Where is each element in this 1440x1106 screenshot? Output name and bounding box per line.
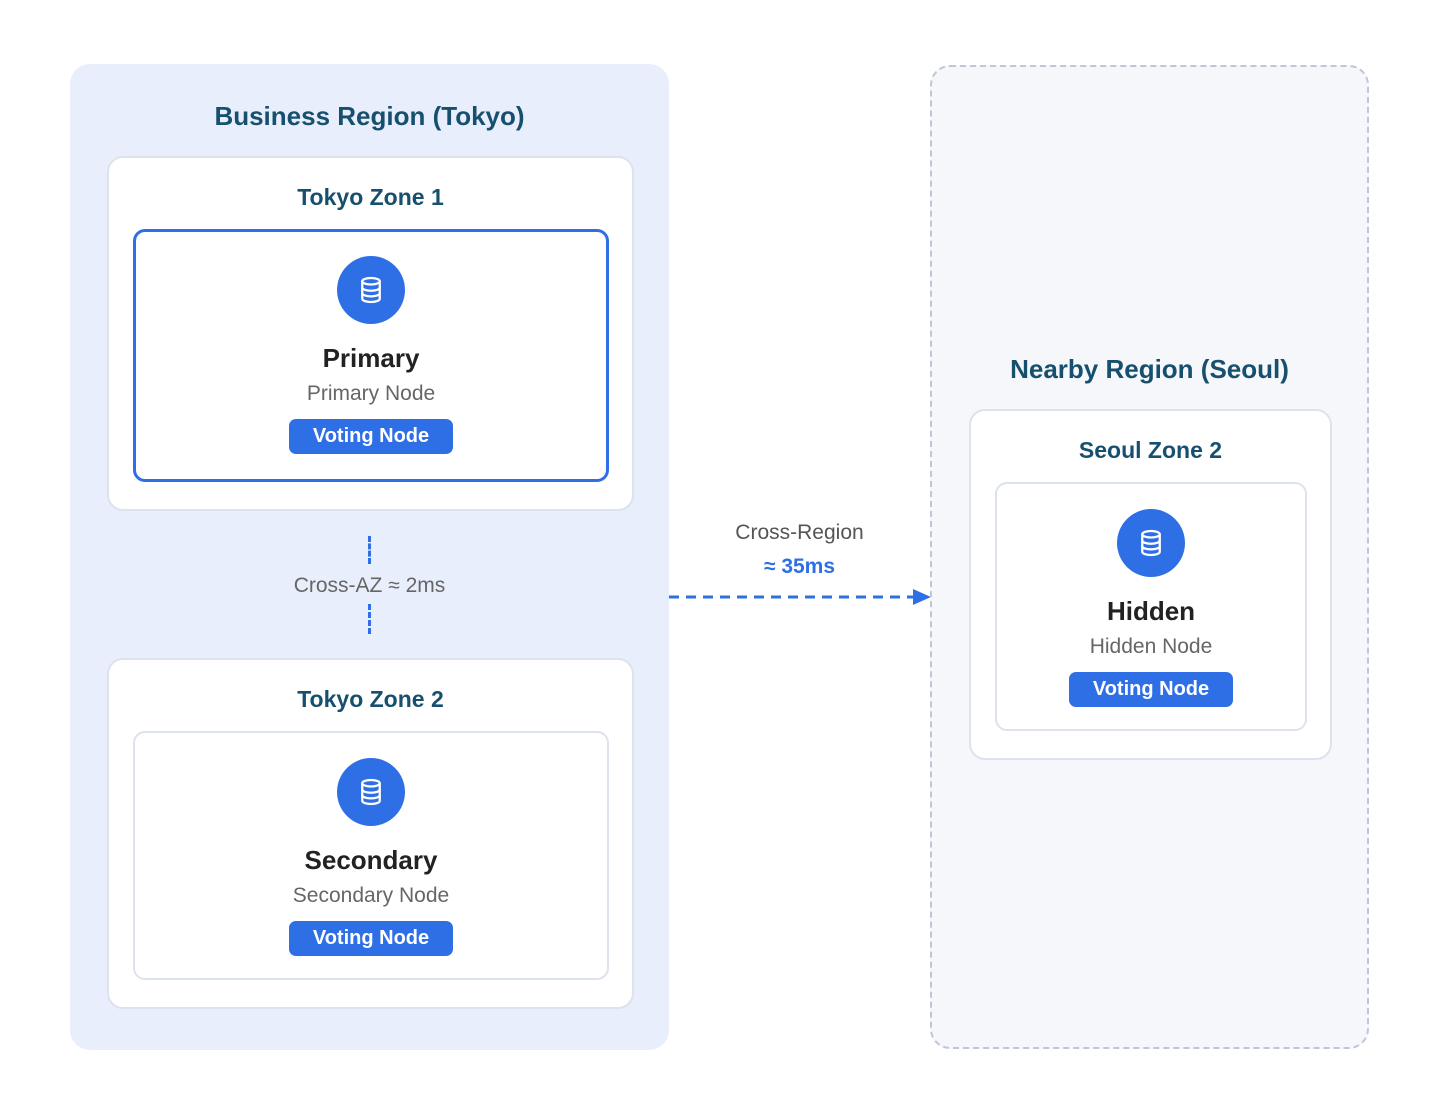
cross-az-connector-top: [368, 536, 371, 564]
database-icon: [1117, 509, 1185, 577]
cross-region-latency: ≈ 35ms: [763, 555, 836, 578]
business-region-tokyo: Business Region (Tokyo) Tokyo Zone 1 Pri…: [70, 64, 669, 1050]
tokyo-zone-2: Tokyo Zone 2 Secondary Secondary Node Vo…: [107, 658, 634, 1009]
voting-node-badge: Voting Node: [1069, 672, 1233, 707]
node-subtitle: Hidden Node: [1089, 635, 1213, 658]
node-title: Hidden: [1106, 596, 1196, 626]
cross-az-label: Cross-AZ ≈ 2ms: [293, 574, 446, 597]
business-region-title: Business Region (Tokyo): [214, 101, 525, 131]
voting-node-badge: Voting Node: [289, 921, 453, 956]
nearby-region-title: Nearby Region (Seoul): [1010, 354, 1289, 384]
secondary-node-card[interactable]: Secondary Secondary Node Voting Node: [133, 731, 609, 980]
node-subtitle: Primary Node: [306, 382, 436, 405]
cross-region-arrow: [669, 589, 931, 605]
node-title: Secondary: [304, 845, 438, 875]
node-subtitle: Secondary Node: [292, 884, 450, 907]
seoul-zone-2-title: Seoul Zone 2: [1078, 437, 1223, 463]
node-title: Primary: [322, 343, 420, 373]
database-icon: [337, 758, 405, 826]
seoul-zone-2: Seoul Zone 2 Hidden Hidden Node Voting N…: [969, 409, 1332, 760]
voting-node-badge: Voting Node: [289, 419, 453, 454]
nearby-region-seoul: Nearby Region (Seoul) Seoul Zone 2 Hidde…: [930, 65, 1369, 1049]
hidden-node-card[interactable]: Hidden Hidden Node Voting Node: [995, 482, 1307, 731]
tokyo-zone-1-title: Tokyo Zone 1: [297, 184, 444, 210]
tokyo-zone-2-title: Tokyo Zone 2: [297, 686, 444, 712]
tokyo-zone-1: Tokyo Zone 1 Primary Primary Node Voting…: [107, 156, 634, 511]
cross-az-connector-bottom: [368, 604, 371, 634]
primary-node-card[interactable]: Primary Primary Node Voting Node: [133, 229, 609, 482]
cross-region-label: Cross-Region: [735, 521, 864, 544]
database-icon: [337, 256, 405, 324]
